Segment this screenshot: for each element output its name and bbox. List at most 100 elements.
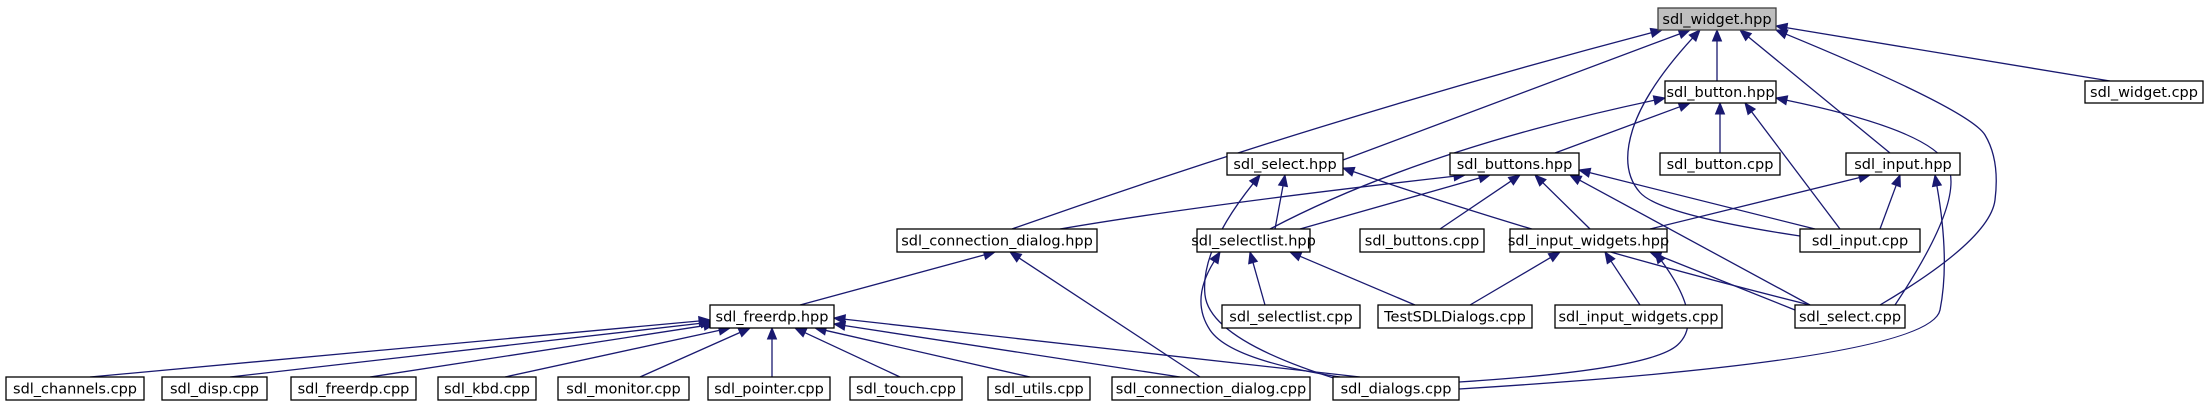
node-label: sdl_widget.hpp [1662, 12, 1771, 28]
node-button-cpp[interactable]: sdl_button.cpp [1659, 152, 1781, 176]
edge-select_hpp-to-selectlist_hpp [1274, 173, 1289, 230]
node-label: sdl_freerdp.cpp [298, 382, 410, 398]
node-input-cpp[interactable]: sdl_input.cpp [1799, 228, 1921, 253]
edges-layer [89, 22, 2111, 390]
arrowhead [1507, 174, 1522, 186]
node-pointer-cpp[interactable]: sdl_pointer.cpp [707, 376, 831, 401]
edge-conn_dialog_hpp-to-conn_dialog_cpp [1008, 251, 1201, 378]
arrowhead [1277, 173, 1289, 188]
arrowhead [1577, 167, 1592, 178]
node-label: sdl_monitor.cpp [566, 382, 680, 398]
arrowhead [1604, 250, 1616, 265]
arrowhead [1341, 166, 1356, 177]
arrowhead [1008, 251, 1023, 263]
node-dialogs-cpp[interactable]: sdl_dialogs.cpp [1332, 376, 1460, 401]
node-label: sdl_input.cpp [1812, 234, 1908, 250]
edge-select_hpp-to-dialogs_cpp [1203, 173, 1341, 381]
edge-input_widgets_hpp-to-dialogs_cpp [1458, 250, 1689, 383]
node-widget-hpp[interactable]: sdl_widget.hpp [1657, 7, 1777, 31]
edge-input_widgets_hpp-to-test_dialogs [1469, 251, 1562, 306]
node-freerdp-cpp[interactable]: sdl_freerdp.cpp [290, 376, 417, 401]
edge-buttons_hpp-to-buttons_cpp [1439, 174, 1522, 230]
edge-buttons_hpp-to-input_cpp [1577, 167, 1816, 230]
arrowhead [1248, 173, 1261, 188]
arrowhead [1738, 29, 1753, 42]
arrowhead [1774, 29, 1789, 40]
edge-freerdp_hpp-to-conn_dialog_cpp [832, 320, 1181, 378]
edge-button_hpp-to-buttons_hpp [1554, 102, 1692, 154]
edge-freerdp_hpp-to-pointer_cpp [766, 326, 778, 377]
node-label: sdl_kbd.cpp [444, 382, 530, 398]
arrowhead [1288, 251, 1303, 262]
edge-selectlist_hpp-to-dialogs_cpp [1200, 250, 1341, 378]
node-label: sdl_dialogs.cpp [1341, 382, 1452, 398]
node-label: sdl_freerdp.hpp [716, 310, 829, 326]
node-label: sdl_channels.cpp [13, 382, 137, 398]
node-conn-dialog-hpp[interactable]: sdl_connection_dialog.hpp [896, 228, 1098, 253]
node-touch-cpp[interactable]: sdl_touch.cpp [849, 376, 963, 401]
node-input-widgets-hpp[interactable]: sdl_input_widgets.hpp [1508, 228, 1669, 253]
node-monitor-cpp[interactable]: sdl_monitor.cpp [557, 376, 690, 401]
node-label: sdl_pointer.cpp [714, 382, 824, 398]
edge-widget_hpp-to-select_hpp [1342, 29, 1692, 161]
edge-input_widgets_hpp-to-select_cpp [1648, 251, 1796, 311]
edge-buttons_hpp-to-input_widgets_hpp [1534, 174, 1591, 230]
edge-freerdp_hpp-to-monitor_cpp [639, 327, 752, 378]
arrowhead [766, 326, 778, 340]
node-label: sdl_touch.cpp [856, 382, 956, 398]
edge-freerdp_hpp-to-dialogs_cpp [832, 314, 1361, 378]
node-label: sdl_utils.cpp [994, 382, 1084, 398]
node-label: sdl_select.hpp [1233, 157, 1336, 173]
node-label: sdl_input.hpp [1854, 157, 1952, 173]
edge-input_hpp-to-input_cpp [1879, 173, 1901, 230]
edge-freerdp_hpp-to-channels_cpp [89, 315, 712, 378]
node-disp-cpp[interactable]: sdl_disp.cpp [161, 376, 268, 401]
arrowhead [793, 327, 808, 338]
arrowhead [1891, 173, 1901, 188]
edge-button_hpp-to-input_cpp [1744, 101, 1841, 230]
edge-conn_dialog_hpp-to-freerdp_hpp [799, 249, 997, 306]
edge-widget_hpp-to-input_hpp [1738, 29, 1891, 154]
node-button-hpp[interactable]: sdl_button.hpp [1664, 80, 1777, 104]
arrowhead [1711, 28, 1723, 42]
arrowhead [1774, 95, 1789, 106]
node-label: sdl_widget.cpp [2090, 85, 2198, 101]
node-selectlist-cpp[interactable]: sdl_selectlist.cpp [1221, 304, 1361, 329]
edge-freerdp_hpp-to-utils_cpp [813, 325, 1031, 378]
node-label: sdl_connection_dialog.cpp [1116, 382, 1306, 398]
node-label: sdl_button.hpp [1666, 85, 1774, 101]
edge-button_hpp-to-selectlist_hpp [1269, 95, 1667, 230]
node-utils-cpp[interactable]: sdl_utils.cpp [987, 376, 1091, 401]
node-select-cpp[interactable]: sdl_select.cpp [1794, 304, 1906, 329]
edge-input_hpp-to-input_widgets_hpp [1649, 172, 1872, 230]
node-conn-dialog-cpp[interactable]: sdl_connection_dialog.cpp [1111, 376, 1311, 401]
node-test-dialogs[interactable]: TestSDLDialogs.cpp [1377, 304, 1533, 329]
edge-button_hpp-to-select_cpp [1774, 95, 1952, 306]
arrowhead [737, 327, 752, 338]
node-buttons-cpp[interactable]: sdl_buttons.cpp [1359, 228, 1485, 253]
arrowhead [832, 314, 847, 325]
node-channels-cpp[interactable]: sdl_channels.cpp [5, 376, 145, 401]
edge-buttons_hpp-to-conn_dialog_hpp [1059, 171, 1467, 230]
arrowhead [1652, 95, 1667, 106]
node-freerdp-hpp[interactable]: sdl_freerdp.hpp [709, 304, 835, 329]
arrowhead [1547, 251, 1562, 263]
node-label: sdl_buttons.cpp [1365, 234, 1479, 250]
node-label: sdl_button.cpp [1667, 157, 1774, 173]
arrowhead [1744, 101, 1757, 116]
arrowhead [1714, 101, 1726, 115]
node-label: sdl_selectlist.hpp [1191, 234, 1316, 250]
arrowhead [1931, 173, 1943, 188]
arrowhead [832, 320, 847, 331]
node-widget-cpp[interactable]: sdl_widget.cpp [2084, 80, 2204, 104]
node-kbd-cpp[interactable]: sdl_kbd.cpp [437, 376, 537, 401]
node-label: sdl_connection_dialog.hpp [901, 234, 1093, 250]
node-buttons-hpp[interactable]: sdl_buttons.hpp [1449, 152, 1580, 176]
node-select-hpp[interactable]: sdl_select.hpp [1226, 152, 1344, 176]
node-input-hpp[interactable]: sdl_input.hpp [1845, 152, 1961, 176]
node-selectlist-hpp[interactable]: sdl_selectlist.hpp [1191, 228, 1316, 253]
node-input-widgets-cpp[interactable]: sdl_input_widgets.cpp [1554, 304, 1723, 329]
arrowhead [1677, 29, 1692, 39]
node-label: sdl_input_widgets.cpp [1558, 310, 1718, 326]
